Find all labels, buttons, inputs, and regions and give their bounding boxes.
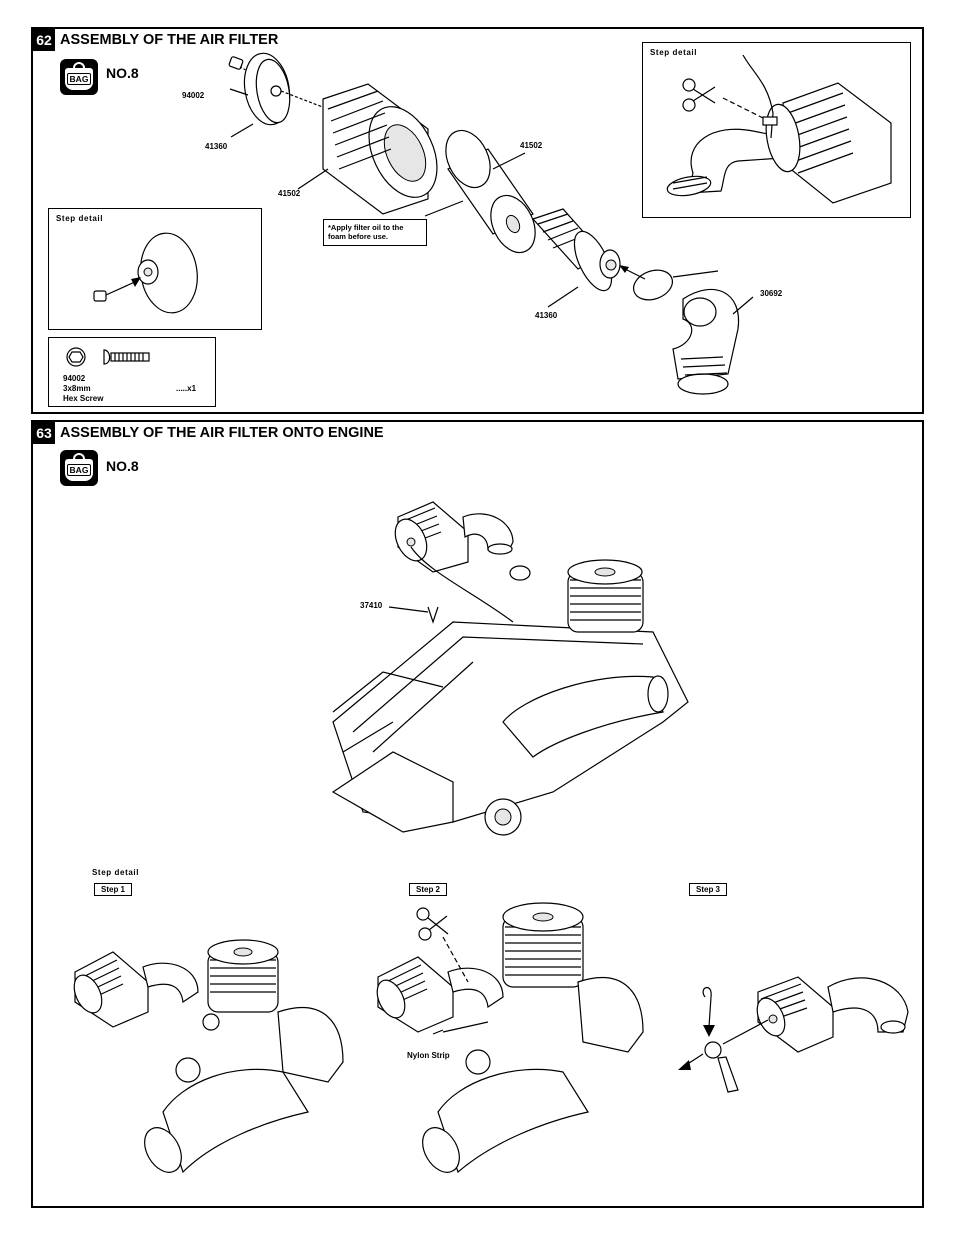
parts-name: Hex Screw xyxy=(63,394,104,403)
scissors-icon xyxy=(416,907,469,983)
section-title: ASSEMBLY OF THE AIR FILTER ONTO ENGINE xyxy=(60,425,384,441)
step3-filter-icon xyxy=(678,976,909,1093)
filter-cap-icon xyxy=(243,52,334,126)
step-number: 63 xyxy=(33,422,55,444)
parts-list-box: 94002 3x8mm .....x1 Hex Screw xyxy=(48,337,216,407)
step-detail-title: Step detail xyxy=(650,48,698,57)
filter-cage-icon xyxy=(531,208,621,292)
step-number: 62 xyxy=(33,29,55,51)
step-detail-right: Step detail xyxy=(642,42,911,218)
section-title: ASSEMBLY OF THE AIR FILTER xyxy=(60,32,279,48)
bag-number: NO.8 xyxy=(106,65,139,81)
part-label-94002: 94002 xyxy=(182,91,205,100)
step-2-tag: Step 2 xyxy=(409,883,448,896)
bag-number: NO.8 xyxy=(106,458,139,474)
part-label-37410: 37410 xyxy=(360,601,383,610)
bag-icon: BAG xyxy=(60,59,98,95)
scissors-icon xyxy=(682,78,716,112)
step-3-tag: Step 3 xyxy=(689,883,728,896)
air-filter-icon xyxy=(394,501,531,623)
filter-element-icon xyxy=(322,83,438,215)
section-63: 63 ASSEMBLY OF THE AIR FILTER ONTO ENGIN… xyxy=(31,420,924,1208)
step-detail-left: Step detail xyxy=(48,208,262,330)
part-label-41502: 41502 xyxy=(278,189,301,198)
step-detail-title: Step detail xyxy=(56,214,104,223)
nylon-strip-cut-diagram xyxy=(666,54,892,204)
section-62: 62 ASSEMBLY OF THE AIR FILTER BAG NO.8 xyxy=(31,27,924,414)
cap-screw-detail-diagram xyxy=(93,232,198,314)
part-label-30692: 30692 xyxy=(760,289,783,298)
air-hose-icon xyxy=(672,288,740,395)
filter-oil-note: *Apply filter oil to the foam before use… xyxy=(323,219,427,246)
hex-screw-parts-diagram xyxy=(66,347,150,367)
hose-clamp-icon xyxy=(619,265,719,301)
nylon-strip-label: Nylon Strip xyxy=(407,1051,450,1060)
exhaust-pipe-icon xyxy=(502,675,669,758)
parts-quantity: .....x1 xyxy=(176,384,197,393)
foam-filter-icon xyxy=(445,129,536,254)
air-filter-exploded-diagram xyxy=(228,52,754,395)
step-detail-title: Step detail xyxy=(92,868,140,877)
engine-head-icon xyxy=(567,559,644,633)
parts-size: 3x8mm xyxy=(63,384,91,393)
engine-chassis-diagram xyxy=(73,501,909,1174)
part-label-41360-cap: 41360 xyxy=(535,311,558,320)
part-label-41360: 41360 xyxy=(205,142,228,151)
step1-engine-icon xyxy=(73,939,344,1174)
part-label-41502-foam: 41502 xyxy=(520,141,543,150)
bag-icon: BAG xyxy=(60,450,98,486)
wheel-hub-icon xyxy=(331,671,522,836)
parts-code: 94002 xyxy=(63,374,86,383)
step-1-tag: Step 1 xyxy=(94,883,133,896)
step2-engine-icon xyxy=(376,902,644,1174)
